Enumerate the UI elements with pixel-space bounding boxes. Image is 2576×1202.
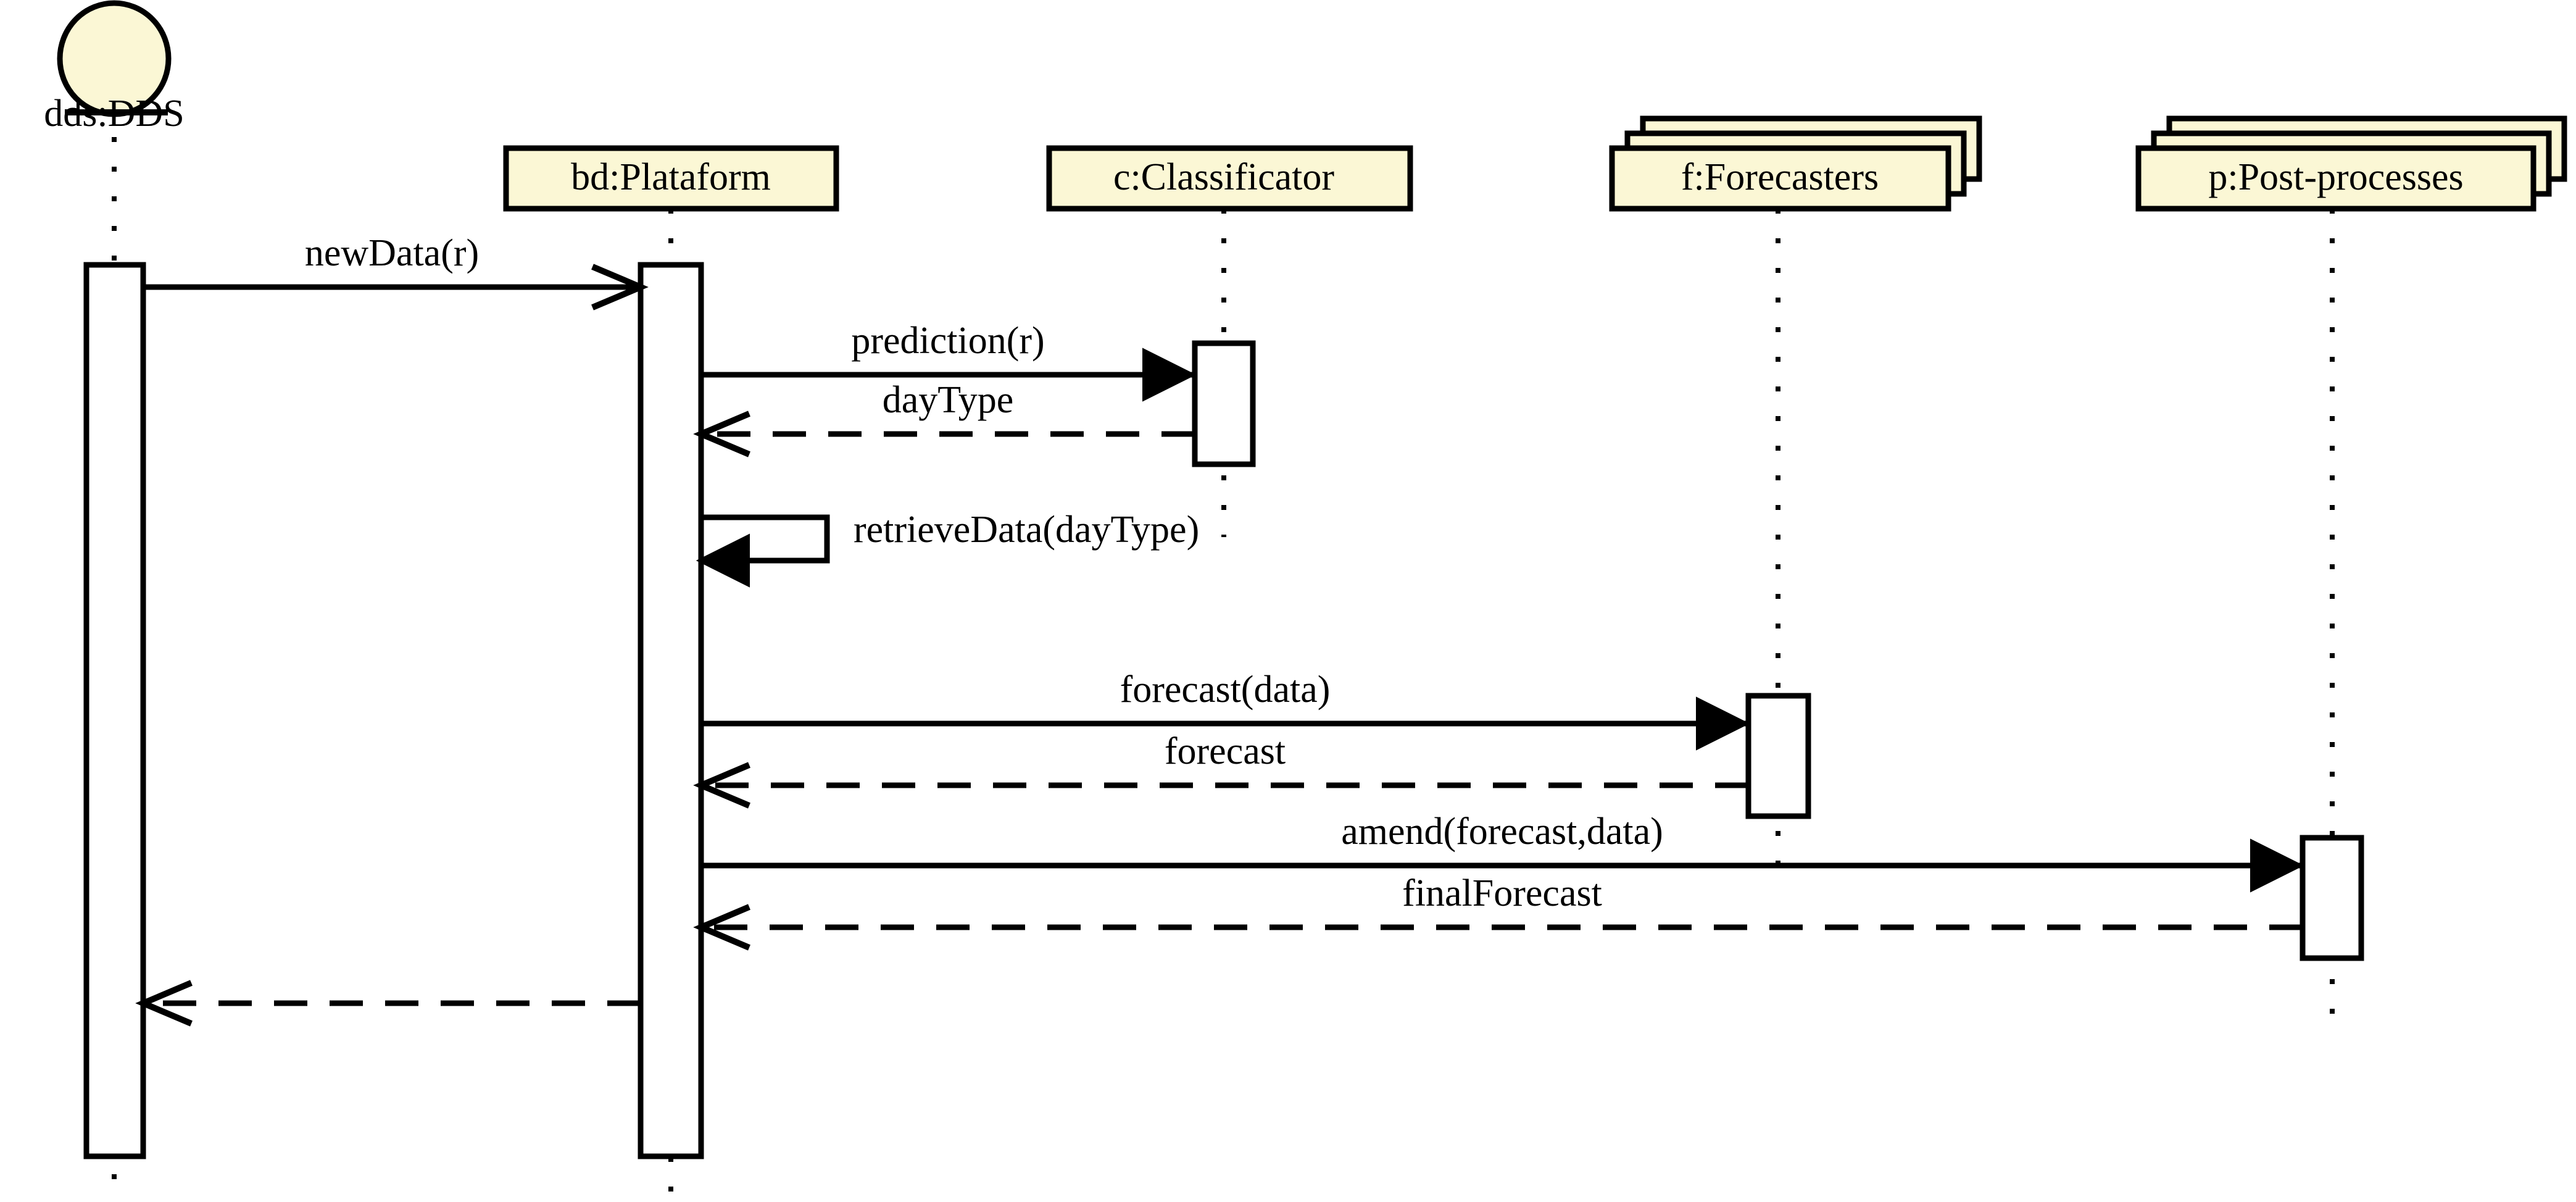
message-label-forecast-call: forecast(data) <box>1120 669 1331 711</box>
arrowhead-open-v-forecast-return <box>693 762 750 809</box>
activation-bar-dds <box>83 262 146 1159</box>
lifeline-p[interactable]: p:Post-processes <box>2135 115 2567 1031</box>
lifeline-label-dds: dds:DDS <box>44 93 184 135</box>
message-label-retrievedata: retrieveData(dayType) <box>854 509 1199 551</box>
object-box-c[interactable] <box>1046 145 1413 212</box>
arrowhead-open-v-daytype <box>693 411 750 457</box>
message-newdata[interactable]: newData(r) <box>143 232 649 311</box>
arrowhead-open-v-final-return <box>135 980 193 1027</box>
message-forecast-call[interactable]: forecast(data) <box>701 669 1750 751</box>
activation-bar-bd <box>638 262 704 1159</box>
lifeline-c[interactable]: c:Classificator <box>1046 145 1413 537</box>
arrowhead-filled-amend <box>2250 838 2304 893</box>
lifeline-label-bd: bd:Plataform <box>571 156 771 198</box>
arrowhead-filled-prediction <box>1142 348 1197 402</box>
activation-bar-p <box>2300 835 2364 961</box>
lifeline-bd[interactable]: bd:Plataform <box>503 145 839 1202</box>
arrowhead-filled-forecast-call <box>1696 696 1750 751</box>
message-label-daytype: dayType <box>883 379 1014 421</box>
lifeline-dds[interactable]: dds:DDS <box>44 0 185 1202</box>
message-final-return[interactable] <box>135 980 641 1027</box>
message-line-retrievedata <box>701 514 830 564</box>
arrowhead-filled-retrievedata <box>696 533 750 588</box>
message-forecast-return[interactable]: forecast <box>693 730 1748 809</box>
message-label-amend: amend(forecast,data) <box>1341 811 1663 853</box>
lifeline-label-p: p:Post-processes <box>2208 156 2463 198</box>
message-finalforecast[interactable]: finalForecast <box>693 872 2303 951</box>
message-amend[interactable]: amend(forecast,data) <box>701 811 2304 893</box>
object-box-f[interactable] <box>1609 145 1951 212</box>
object-box-p[interactable] <box>2135 145 2537 212</box>
lifeline-label-c: c:Classificator <box>1113 156 1334 198</box>
arrowhead-open-v-newdata <box>591 264 649 311</box>
activation-bar-f <box>1745 693 1811 819</box>
message-label-prediction: prediction(r) <box>851 320 1044 362</box>
message-label-newdata: newData(r) <box>305 232 479 274</box>
object-box-bd[interactable] <box>503 145 839 212</box>
message-prediction[interactable]: prediction(r) <box>701 320 1197 402</box>
activation-bar-c <box>1192 340 1256 467</box>
message-label-finalforecast: finalForecast <box>1402 872 1602 914</box>
message-daytype[interactable]: dayType <box>693 379 1195 457</box>
message-label-forecast-return: forecast <box>1165 730 1286 772</box>
message-retrievedata[interactable]: retrieveData(dayType) <box>696 509 1199 588</box>
lifeline-f[interactable]: f:Forecasters <box>1609 115 1982 889</box>
arrowhead-open-v-finalforecast <box>693 904 750 951</box>
lifeline-label-f: f:Forecasters <box>1681 156 1879 198</box>
